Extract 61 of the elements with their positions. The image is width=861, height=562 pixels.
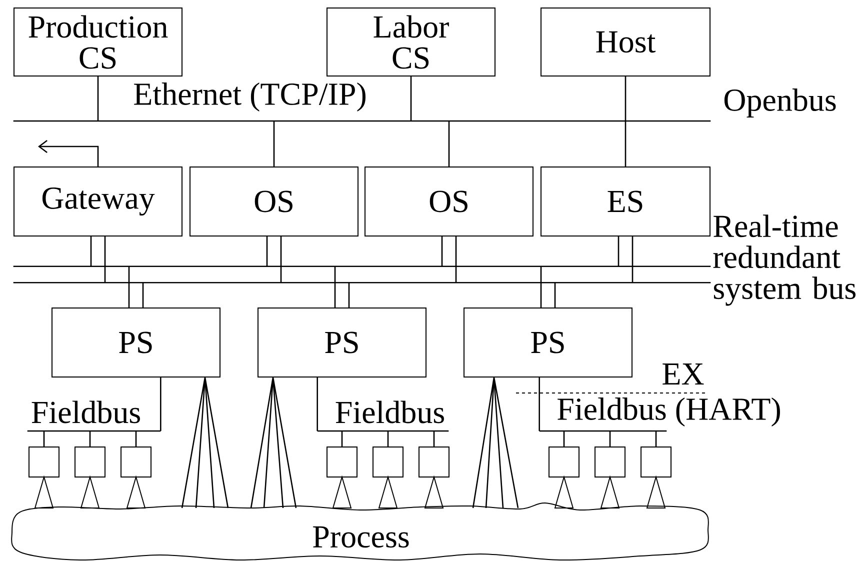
connection-line (618, 236, 634, 284)
connection-line (563, 431, 565, 446)
field-device (326, 446, 358, 478)
station-box: ES (540, 166, 710, 236)
bus-line (317, 430, 449, 432)
connection-line (316, 378, 318, 431)
station-box: Labor CS (326, 8, 496, 76)
connection-line (160, 378, 162, 431)
connection-line (266, 236, 282, 284)
bus-label: Fieldbus (336, 400, 444, 424)
connection-line (441, 236, 457, 284)
connection-line (540, 266, 556, 308)
field-device (548, 446, 580, 478)
field-device (74, 446, 106, 478)
arrow (38, 140, 99, 166)
connection-line (43, 431, 45, 446)
station-box: Production CS (14, 8, 182, 76)
field-device (28, 446, 60, 478)
bus-label: Fieldbus (32, 400, 140, 424)
connection-line (433, 431, 435, 446)
connection-line (90, 236, 106, 284)
bus-label: Ethernet (TCP/IP) (134, 82, 366, 112)
station-box: Gateway (14, 166, 182, 236)
bus-label: Openbus (724, 88, 836, 118)
station-box: PS (464, 308, 632, 378)
bus-label: Fieldbus (HART) (558, 398, 780, 426)
bus-line (27, 430, 161, 432)
field-device (640, 446, 672, 478)
connection-line (387, 431, 389, 446)
connection-line (341, 431, 343, 446)
field-device (418, 446, 450, 478)
connection-line (624, 121, 626, 166)
bus-line (539, 430, 667, 432)
station-box: PS (52, 308, 220, 378)
redundant-bus (12, 266, 712, 284)
bus-line (13, 120, 711, 122)
field-device (120, 446, 152, 478)
connection-line (624, 76, 626, 121)
signal-lines (472, 376, 519, 509)
connection-line (273, 121, 275, 166)
connection-line (410, 76, 412, 121)
station-box: Host (540, 8, 710, 76)
connection-line (609, 431, 611, 446)
connection-line (97, 76, 99, 121)
signal-lines (250, 376, 297, 509)
connection-line (538, 378, 540, 431)
station-box: OS (190, 166, 358, 236)
field-device (594, 446, 626, 478)
station-box: PS (258, 308, 426, 378)
connection-line (655, 431, 657, 446)
signal-lines (181, 376, 229, 509)
zone-label: EX (662, 364, 704, 384)
process-cloud: Process (11, 502, 709, 561)
connection-line (135, 431, 137, 446)
bus-label: Real-time redundant system bus (713, 214, 856, 306)
connection-line (89, 431, 91, 446)
connection-line (128, 266, 144, 308)
connection-line (448, 121, 450, 166)
station-box: OS (364, 166, 534, 236)
field-device (372, 446, 404, 478)
connection-line (334, 266, 350, 308)
